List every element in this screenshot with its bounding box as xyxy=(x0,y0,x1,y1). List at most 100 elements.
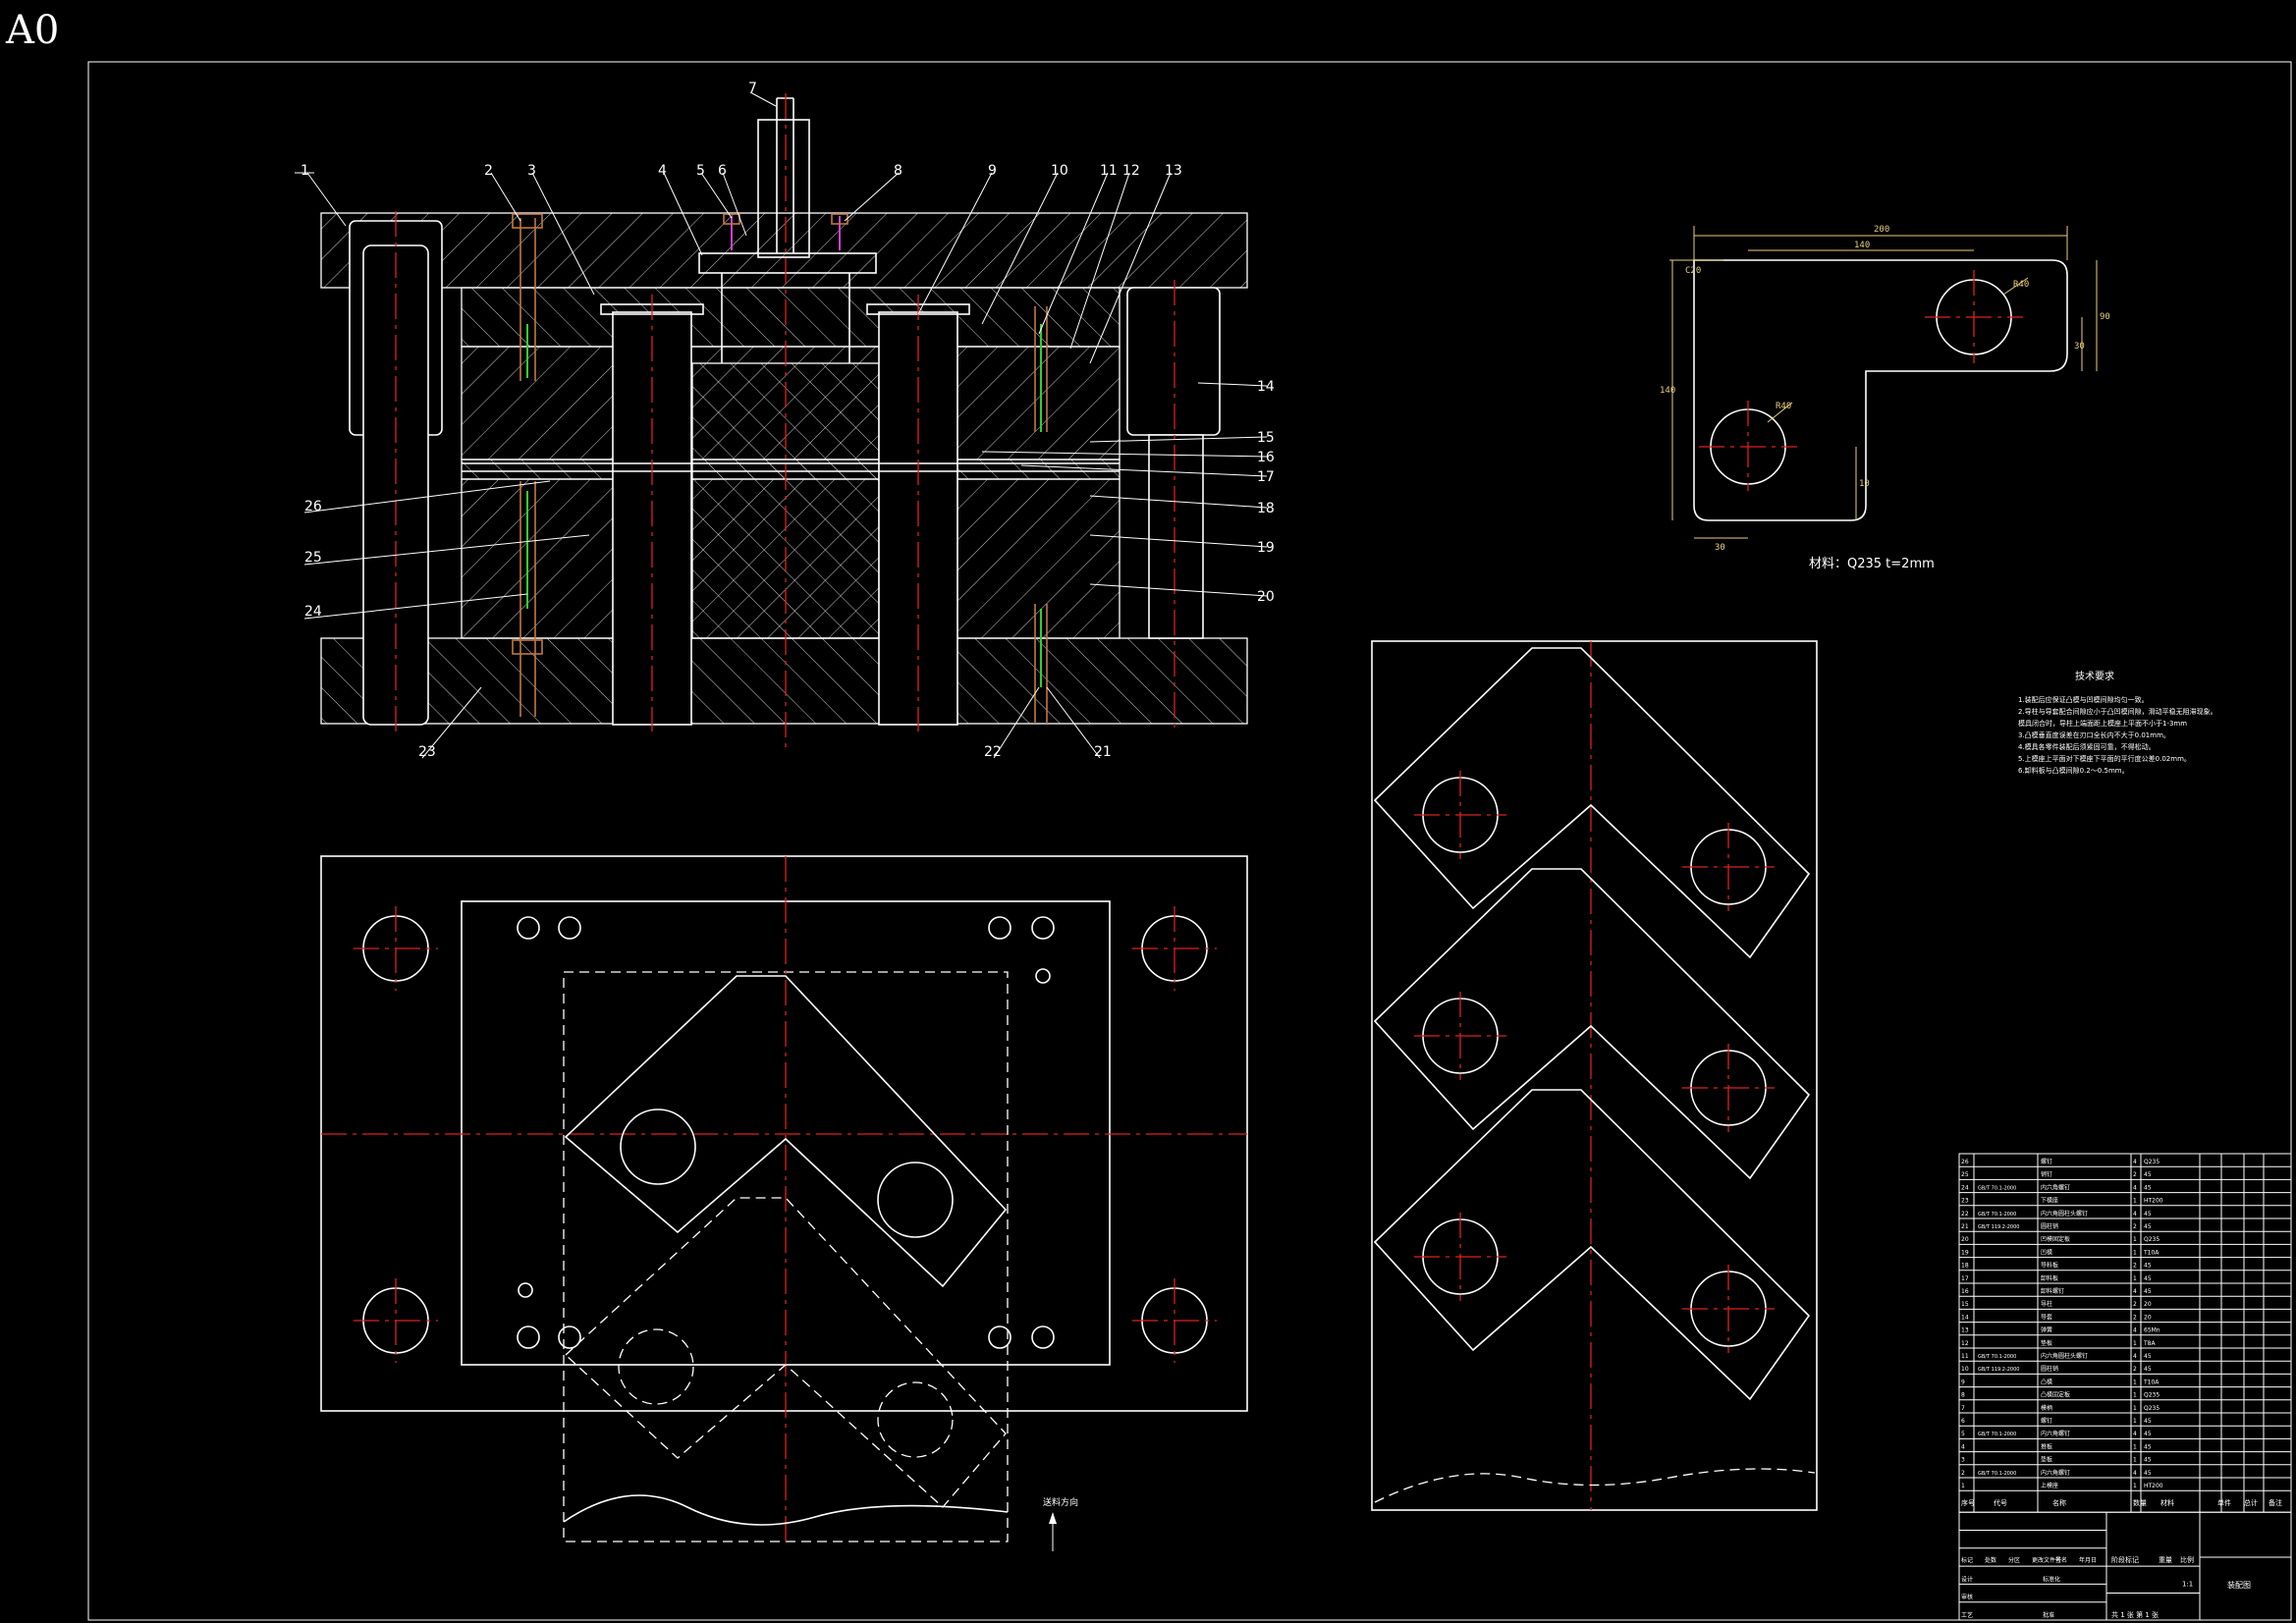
callout-12: 12 xyxy=(1122,163,1140,179)
bom-cell: 2 xyxy=(2133,1314,2137,1321)
bom-cell: 45 xyxy=(2144,1263,2152,1270)
title-text: 分区 xyxy=(2008,1556,2020,1564)
bom-cell: 2 xyxy=(2133,1366,2137,1373)
bom-cell: Q235 xyxy=(2144,1405,2159,1412)
callout-20: 20 xyxy=(1257,589,1275,605)
bom-cell: 1 xyxy=(2133,1443,2137,1450)
title-text: 年月日 xyxy=(2079,1556,2097,1564)
guide-bush-right xyxy=(1126,287,1221,436)
bom-cell: 45 xyxy=(2144,1223,2152,1230)
callout-numbers: 1 2 3 4 5 6 7 8 9 10 11 12 13 14 15 16 1… xyxy=(301,81,1275,760)
title-text: 审核 xyxy=(1961,1594,1973,1601)
title-text: 阶段标记 xyxy=(2111,1555,2139,1564)
bom-cell: 23 xyxy=(1961,1198,1969,1205)
bom-cell: 3 xyxy=(1961,1457,1965,1464)
bom-cell: 4 xyxy=(2133,1159,2137,1165)
bom-cell: 4 xyxy=(2133,1353,2137,1360)
tech-title: 技术要求 xyxy=(2075,670,2114,682)
callout-leaders xyxy=(295,91,1268,759)
strip-part-3 xyxy=(1373,1089,1811,1401)
title-text: 设计 xyxy=(1961,1575,1973,1583)
bom-cell: 45 xyxy=(2144,1443,2152,1450)
callout-15: 15 xyxy=(1257,430,1275,446)
bom-cell: 圆柱销 xyxy=(2041,1222,2058,1230)
dim-30-bottom: 30 xyxy=(1715,543,1725,553)
bom-cell: 垫板 xyxy=(2041,1456,2052,1464)
callout-22: 22 xyxy=(984,744,1002,760)
callout-13: 13 xyxy=(1165,163,1182,179)
bom-cell: 弹簧 xyxy=(2041,1326,2052,1334)
callout-7: 7 xyxy=(748,81,757,96)
bom-cell: 20 xyxy=(1961,1236,1969,1243)
title-text: 共 1 张 第 1 张 xyxy=(2111,1610,2159,1619)
bom-header: 单件 xyxy=(2217,1498,2231,1507)
bom-cell: 推板 xyxy=(2041,1442,2052,1450)
drawing-frame xyxy=(87,61,2292,1621)
bom-cell: 导柱 xyxy=(2041,1300,2052,1308)
title-text: 批准 xyxy=(2043,1611,2054,1619)
bom-cell: 1 xyxy=(2133,1275,2137,1282)
bom-cell: GB/T 119.2-2000 xyxy=(1978,1367,2019,1373)
bom-cell: 内六角螺钉 xyxy=(2041,1430,2070,1437)
tech-line-6: 5.上模座上平面对下模座下平面的平行度公差0.02mm。 xyxy=(2018,754,2191,763)
bom-cell: 45 xyxy=(2144,1457,2152,1464)
bom-cell: T8A xyxy=(2143,1340,2156,1347)
bom-cell: 4 xyxy=(2133,1184,2137,1191)
bom-cell: 16 xyxy=(1961,1288,1969,1295)
title-text: 1:1 xyxy=(2182,1580,2193,1588)
bom-cell: 导料板 xyxy=(2041,1262,2058,1270)
bom-cell: 45 xyxy=(2144,1353,2152,1360)
bom-header: 序号 xyxy=(1961,1498,1975,1507)
bom-cell: 内六角圆柱头螺钉 xyxy=(2041,1210,2088,1217)
strip-part-1 xyxy=(1373,647,1811,959)
material-note: 材料：Q235 t=2mm xyxy=(1809,557,1935,571)
bom-cell: 45 xyxy=(2144,1171,2152,1178)
bom-cell: 2 xyxy=(2133,1171,2137,1178)
bom-cell: 4 xyxy=(2133,1211,2137,1217)
bom-cell: 内六角螺钉 xyxy=(2041,1469,2070,1477)
callout-8: 8 xyxy=(894,163,902,179)
guide-post-right xyxy=(1148,434,1204,639)
callout-4: 4 xyxy=(658,163,667,179)
callout-24: 24 xyxy=(304,604,322,620)
bom-cell: T10A xyxy=(2143,1379,2159,1385)
strip-part-2 xyxy=(1373,868,1811,1180)
callout-21: 21 xyxy=(1094,744,1112,760)
bom-cell: 8 xyxy=(1961,1392,1965,1399)
bom-cell: 13 xyxy=(1961,1327,1969,1334)
bom-cell: 1 xyxy=(2133,1405,2137,1412)
bom-cell: 4 xyxy=(2133,1470,2137,1477)
bom-cell: 卸料螺钉 xyxy=(2041,1287,2064,1295)
callout-18: 18 xyxy=(1257,501,1275,516)
bom-cell: 20 xyxy=(2144,1301,2152,1308)
tech-requirements: 技术要求 1.装配后应保证凸模与凹模间隙均匀一致。 2.导柱与导套配合间隙应小于… xyxy=(2018,670,2217,775)
bom-cell: 上模座 xyxy=(2041,1482,2058,1489)
bom-cell: 45 xyxy=(2144,1184,2152,1191)
tech-line-3: 模具闭合时，导柱上端面距上模座上平面不小于1-3mm xyxy=(2018,719,2187,728)
bom-cell: 45 xyxy=(2144,1470,2152,1477)
bom-cell: 21 xyxy=(1961,1223,1969,1230)
bom-cell: 10 xyxy=(1961,1366,1969,1373)
bom-cell: GB/T 70.1-2000 xyxy=(1978,1185,2016,1191)
bom-cell: 14 xyxy=(1961,1314,1969,1321)
dim-r40-bottom: R40 xyxy=(1776,402,1791,411)
bom-cell: 26 xyxy=(1961,1159,1969,1165)
bom-cell: 凸模 xyxy=(2041,1378,2052,1385)
bom-cell: 45 xyxy=(2144,1211,2152,1217)
callout-6: 6 xyxy=(718,163,727,179)
dim-90: 90 xyxy=(2100,312,2110,322)
bom-cell: 2 xyxy=(2133,1223,2137,1230)
bom-cell: 6 xyxy=(1961,1418,1965,1425)
title-text: 标准化 xyxy=(2043,1575,2060,1583)
tech-line-4: 3.凸模垂直度误差在刃口全长内不大于0.01mm。 xyxy=(2018,730,2170,739)
callout-5: 5 xyxy=(696,163,705,179)
bom-cell: 45 xyxy=(2144,1288,2152,1295)
bom-cell: 螺钉 xyxy=(2041,1158,2052,1165)
feed-direction-label: 送料方向 xyxy=(1043,1496,1078,1508)
bom-cell: 12 xyxy=(1961,1340,1969,1347)
title-text: 标记 xyxy=(1961,1556,1973,1564)
dim-30-right: 30 xyxy=(2074,342,2085,352)
lower-die-base xyxy=(320,637,1248,725)
